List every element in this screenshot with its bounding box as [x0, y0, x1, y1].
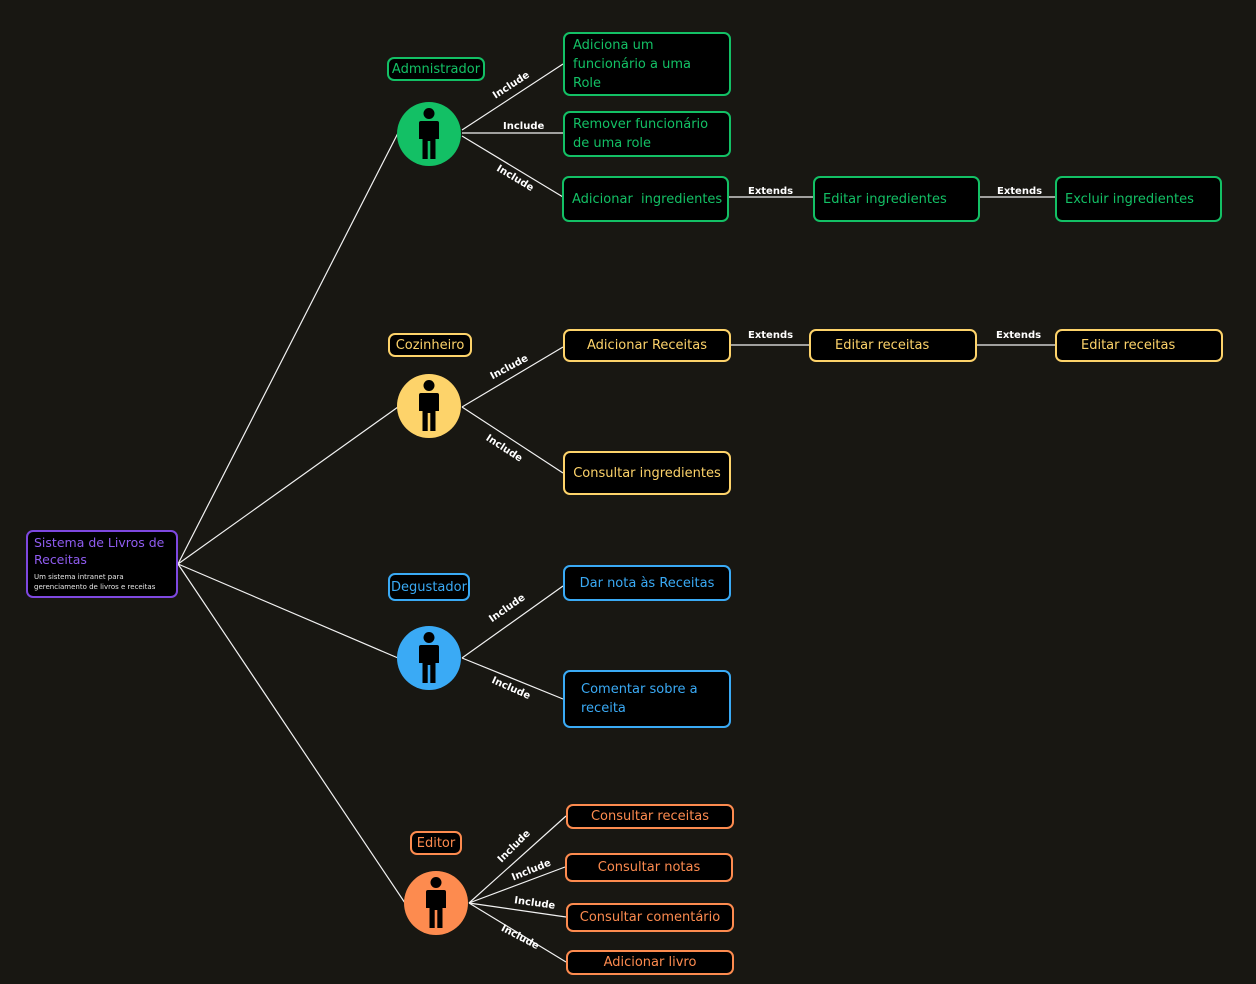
person-icon [419, 632, 439, 683]
extends-label: Extends [748, 330, 794, 341]
use-case-remover-funcionario-role[interactable]: Remover funcionário de uma role [563, 111, 731, 157]
use-case-consultar-ingredientes[interactable]: Consultar ingredientes [563, 451, 731, 495]
connector-line [461, 585, 564, 659]
include-label: Include [503, 121, 545, 132]
connector-line [177, 563, 399, 659]
use-case-editar-receitas-2[interactable]: Editar receitas [1055, 329, 1223, 362]
connector-line [468, 815, 567, 904]
use-case-adiciona-funcionario-role[interactable]: Adiciona um funcionário a uma Role [563, 32, 731, 96]
actor-label-cozinheiro: Cozinheiro [388, 333, 472, 357]
actor-editor[interactable] [404, 871, 468, 935]
connector-line [461, 63, 564, 131]
system-title: Sistema de Livros de Receitas [34, 535, 165, 567]
use-case-adicionar-livro[interactable]: Adicionar livro [566, 950, 734, 975]
system-root-node[interactable]: Sistema de Livros de Receitas Um sistema… [26, 530, 178, 598]
connector-line [177, 406, 399, 565]
use-case-consultar-comentario[interactable]: Consultar comentário [566, 903, 734, 932]
connector-line [468, 902, 567, 918]
actor-label-editor: Editor [410, 831, 462, 855]
use-case-consultar-notas[interactable]: Consultar notas [565, 853, 733, 882]
extends-label: Extends [748, 186, 794, 197]
extends-label: Extends [997, 186, 1043, 197]
connector-line [461, 406, 564, 474]
connector-line [177, 563, 406, 904]
connector-line [461, 346, 564, 408]
actor-cozinheiro[interactable] [397, 374, 461, 438]
connector-line [468, 902, 567, 963]
actor-label-degustador: Degustador [388, 573, 470, 601]
system-description: Um sistema intranet para gerenciamento d… [34, 573, 156, 591]
person-icon [419, 108, 439, 159]
use-case-editar-receitas-1[interactable]: Editar receitas [809, 329, 977, 362]
use-case-excluir-ingredientes[interactable]: Excluir ingredientes [1055, 176, 1222, 222]
use-case-comentar-receita[interactable]: Comentar sobre a receita [563, 670, 731, 728]
connector-line [468, 866, 566, 904]
use-case-editar-ingredientes[interactable]: Editar ingredientes [813, 176, 980, 222]
use-case-consultar-receitas[interactable]: Consultar receitas [566, 804, 734, 829]
use-case-adicionar-ingredientes[interactable]: Adicionar ingredientes [562, 176, 729, 222]
person-icon [426, 877, 446, 928]
connector-line [461, 657, 564, 700]
person-icon [419, 380, 439, 431]
connector-line [461, 135, 564, 198]
actor-degustador[interactable] [397, 626, 461, 690]
actor-label-admnistrador: Admnistrador [387, 57, 485, 81]
actor-admnistrador[interactable] [397, 102, 461, 166]
use-case-dar-nota-receitas[interactable]: Dar nota às Receitas [563, 565, 731, 601]
extends-label: Extends [996, 330, 1042, 341]
use-case-adicionar-receitas[interactable]: Adicionar Receitas [563, 329, 731, 362]
connector-line [177, 132, 399, 565]
